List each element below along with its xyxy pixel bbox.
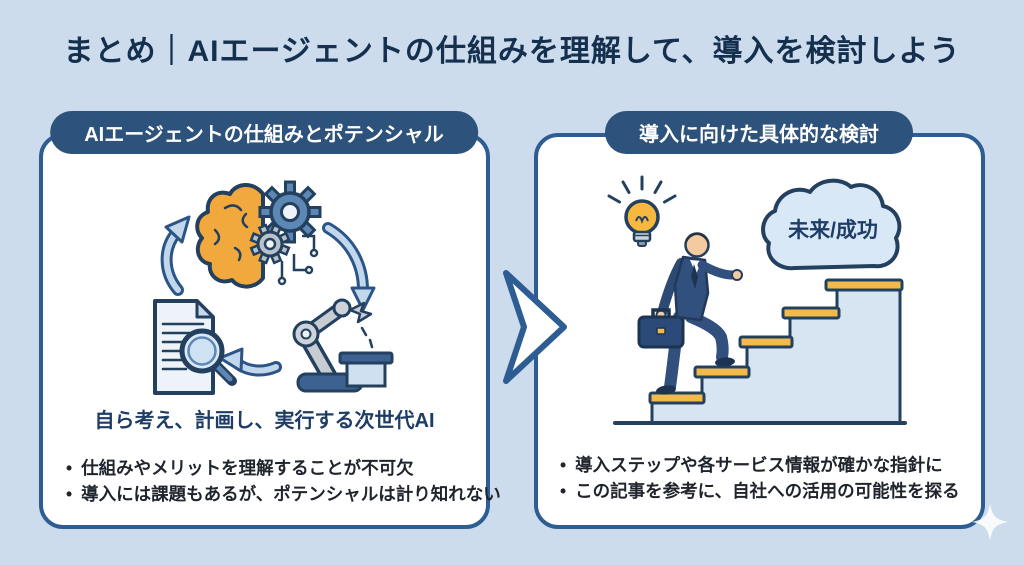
- left-panel-bullet-list: • 仕組みやメリットを理解することが不可欠 • 導入には課題もあるが、ポテンシャ…: [66, 455, 501, 507]
- bullet-dot: •: [66, 458, 73, 478]
- cycle-arrow-up-icon: [160, 215, 191, 296]
- bullet-text: 導入には課題もあるが、ポテンシャルは計り知れない: [81, 484, 501, 504]
- panel-left-header-label: AIエージェントの仕組みとポテンシャル: [84, 124, 444, 146]
- bullet-text: 導入ステップや各サービス情報が確かな指針に: [575, 455, 943, 475]
- circuit-icon: [277, 234, 319, 286]
- lightbulb-icon: [607, 175, 677, 247]
- page-title: まとめ｜AIエージェントの仕組みを理解して、導入を検討しよう: [63, 35, 961, 68]
- right-panel-bullet-list: • 導入ステップや各サービス情報が確かな指針に • この記事を参考に、自社への活…: [560, 452, 960, 504]
- bullet-text: この記事を参考に、自社への活用の可能性を探る: [575, 481, 960, 501]
- stairs-to-success-illustration: 未来/成功: [607, 175, 907, 425]
- bullet-dot: •: [66, 484, 73, 504]
- businessman-climbing-icon: [637, 232, 743, 395]
- stairs-icon: [613, 278, 907, 425]
- left-panel-caption: 自ら考え、計画し、実行する次世代AI: [94, 410, 435, 432]
- list-item: • 導入ステップや各サービス情報が確かな指針に: [560, 452, 960, 478]
- bullet-dot: •: [560, 481, 567, 501]
- panel-left-header-badge: AIエージェントの仕組みとポテンシャル: [50, 111, 478, 154]
- panel-right-header-badge: 導入に向けた具体的な検討: [605, 111, 913, 154]
- small-gear-icon: [249, 223, 291, 265]
- sparkle-icon: [972, 504, 1008, 540]
- magnifier-icon: [179, 328, 237, 386]
- block-arrow-right-icon: [503, 270, 567, 384]
- panel-right-header-label: 導入に向けた具体的な検討: [639, 124, 879, 146]
- list-item: • この記事を参考に、自社への活用の可能性を探る: [560, 478, 960, 504]
- cloud-label: 未来/成功: [788, 218, 878, 242]
- cycle-arrow-down-icon: [322, 222, 376, 312]
- cycle-arrow-left-icon: [218, 347, 282, 377]
- robot-arm-icon: [292, 298, 394, 393]
- workbench-icon: [338, 351, 394, 388]
- bullet-dot: •: [560, 455, 567, 475]
- panel-right-adoption: [534, 133, 985, 529]
- document-icon: [153, 299, 237, 395]
- briefcase-icon: [637, 308, 685, 349]
- list-item: • 仕組みやメリットを理解することが不可欠: [66, 455, 476, 481]
- gear-icon: [258, 180, 322, 244]
- list-item: • 導入には課題もあるが、ポテンシャルは計り知れない: [66, 481, 501, 507]
- ai-cycle-illustration: [153, 180, 394, 395]
- cloud-icon: 未来/成功: [761, 178, 902, 271]
- bullet-text: 仕組みやメリットを理解することが不可欠: [81, 458, 414, 478]
- brain-half-gears-icon: [195, 180, 322, 289]
